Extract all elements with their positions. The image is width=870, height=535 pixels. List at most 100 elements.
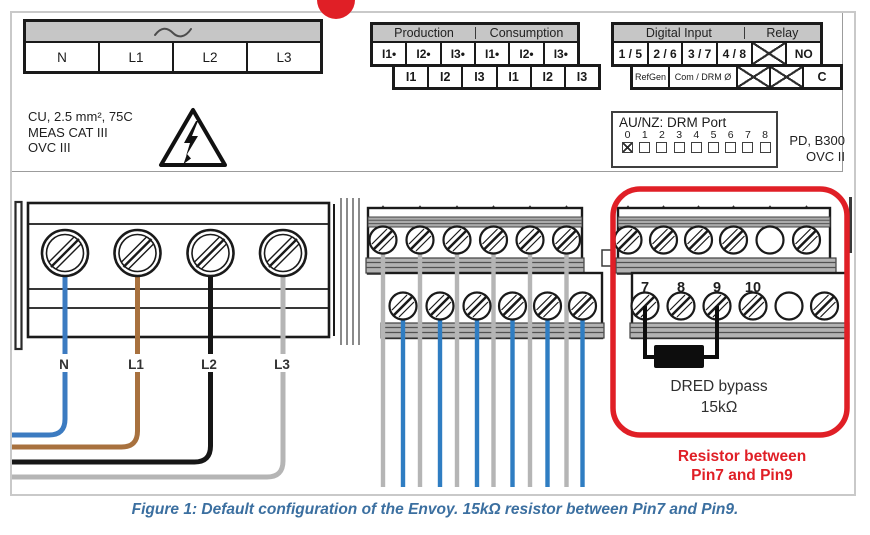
ct-cell-i3c: I3•	[553, 46, 568, 61]
high-voltage-warning-icon	[159, 108, 227, 167]
unused-cell-x	[738, 67, 771, 87]
mains-terminal-labels: N L1 L2 L3	[50, 354, 298, 372]
ct-cell-i3p: I3•	[442, 43, 476, 64]
digital-row1: 1 / 5 2 / 6 3 / 7 4 / 8 NO	[614, 43, 820, 64]
ct-wires-blue	[400, 306, 585, 487]
ct-wires-gray	[380, 246, 569, 487]
spec-line-3: OVC III	[28, 140, 71, 155]
drm-checkbox-4	[690, 142, 702, 153]
pin-7: 7	[641, 280, 649, 296]
ct2-cell-i1c: I1	[498, 67, 532, 87]
drm-checkbox-3	[673, 142, 685, 153]
drm-col-0: 0	[619, 130, 636, 153]
ct-header-consumption: Consumption	[489, 26, 564, 40]
drm-checkbox-0-checked	[622, 142, 634, 153]
figure-caption: Figure 1: Default configuration of the E…	[131, 501, 739, 518]
ct-header-production: Production	[394, 26, 454, 40]
dig2-cell-refgen: RefGen	[633, 67, 670, 87]
drm-col-8: 8	[757, 130, 774, 153]
ct-row2: I1 I2 I3 I1 I2 I3	[392, 64, 601, 90]
drm-col-7: 7	[739, 130, 756, 153]
digital-header: Digital Input Relay	[614, 25, 820, 43]
wire-l3-gray	[12, 256, 286, 480]
ct-row1: I1• I2• I3• I1• I2• I3•	[373, 43, 577, 64]
spec-line-2: MEAS CAT III	[28, 124, 108, 140]
pin-labels: 7 8 9 10	[641, 280, 761, 296]
pin-9: 9	[713, 280, 721, 296]
drm-col-3: 3	[671, 130, 688, 153]
dig-cell-37: 3 / 7	[683, 43, 719, 64]
spec-text: CU, 2.5 mm², 75C MEAS CAT III OVC III	[28, 109, 133, 156]
ct-cell-i1p: I1•	[373, 43, 408, 64]
wire-l2-black	[12, 256, 213, 465]
rating-notes: PD, B300 OVC II	[760, 133, 845, 164]
mains-wires	[12, 256, 286, 480]
label-l1: L1	[128, 357, 144, 372]
digital-row2: RefGen Com / DRM Ø C	[630, 64, 843, 90]
dig-cell-no: NO	[794, 46, 813, 61]
red-annotation: Resistor between Pin7 and Pin9	[678, 448, 806, 484]
drm-checkbox-grid: 0 1 2 3 4 5 6	[619, 130, 776, 153]
ct-wires	[380, 246, 585, 487]
drm-checkbox-2	[656, 142, 668, 153]
ct-cell-i1c: I1•	[476, 43, 511, 64]
ct2-cell-i1p: I1	[395, 67, 430, 87]
unused-cell-x	[752, 43, 788, 64]
cell-n: N	[26, 43, 100, 71]
ct-header: Production Consumption	[373, 25, 577, 43]
dig-cell-48: 4 / 8	[718, 43, 753, 64]
dig2-cell-comdrm: Com / DRM Ø	[670, 67, 738, 87]
ct-cell-i2c: I2•	[510, 43, 545, 64]
red-marker-dot	[317, 0, 355, 19]
ct2-cell-i2c: I2	[532, 67, 566, 87]
rating-note-1: PD, B300	[789, 133, 845, 148]
ct2-cell-i2p: I2	[429, 67, 464, 87]
drm-checkbox-7	[742, 142, 754, 153]
pin-8: 8	[677, 280, 685, 296]
ct2-cell-i3c: I3	[576, 70, 588, 84]
header-divider	[475, 27, 476, 39]
drm-checkbox-5	[708, 142, 720, 153]
mains-header	[26, 22, 320, 43]
label-plate-border	[12, 13, 843, 172]
drm-title: AU/NZ: DRM Port	[619, 115, 727, 130]
pin-10: 10	[745, 280, 761, 296]
dig2-cell-c: C	[817, 70, 827, 84]
red-annotation-line1: Resistor between	[678, 448, 806, 465]
label-l3: L3	[274, 357, 290, 372]
drm-checkbox-6	[725, 142, 737, 153]
digital-header-relay: Relay	[766, 26, 799, 40]
ct-cell-i2p: I2•	[407, 43, 442, 64]
header-divider	[743, 27, 745, 39]
mains-cells: N L1 L2 L3	[26, 43, 320, 71]
wire-l1-brown	[12, 256, 140, 450]
figure-border	[10, 11, 856, 496]
label-n: N	[59, 357, 69, 372]
dig-cell-26: 2 / 6	[649, 43, 684, 64]
red-annotation-line2: Pin7 and Pin9	[691, 467, 793, 484]
drm-checkbox-8	[759, 142, 771, 153]
label-l2: L2	[201, 357, 217, 372]
drm-checkbox-1	[639, 142, 651, 153]
drm-col-4: 4	[688, 130, 705, 153]
cell-l3: L3	[276, 49, 292, 65]
ct2-cell-i3p: I3	[463, 67, 498, 87]
drm-col-5: 5	[705, 130, 722, 153]
rating-note-2: OVC II	[805, 148, 845, 164]
din-rail-separator	[340, 198, 360, 345]
bypass-resistor	[643, 306, 719, 368]
red-highlight-box	[610, 186, 850, 438]
drm-col-2: 2	[653, 130, 670, 153]
unused-cell-x	[771, 67, 804, 87]
drm-col-1: 1	[636, 130, 653, 153]
ac-sine-icon	[154, 27, 192, 37]
dig-cell-15: 1 / 5	[614, 43, 649, 64]
cell-l1: L1	[100, 43, 174, 71]
dred-bypass-label: DRED bypass	[670, 378, 768, 395]
drm-col-6: 6	[722, 130, 739, 153]
ct-label-table: Production Consumption I1• I2• I3• I1• I…	[370, 22, 580, 67]
digital-label-table: Digital Input Relay 1 / 5 2 / 6 3 / 7 4 …	[611, 22, 823, 67]
mains-label-table: N L1 L2 L3	[23, 19, 323, 74]
